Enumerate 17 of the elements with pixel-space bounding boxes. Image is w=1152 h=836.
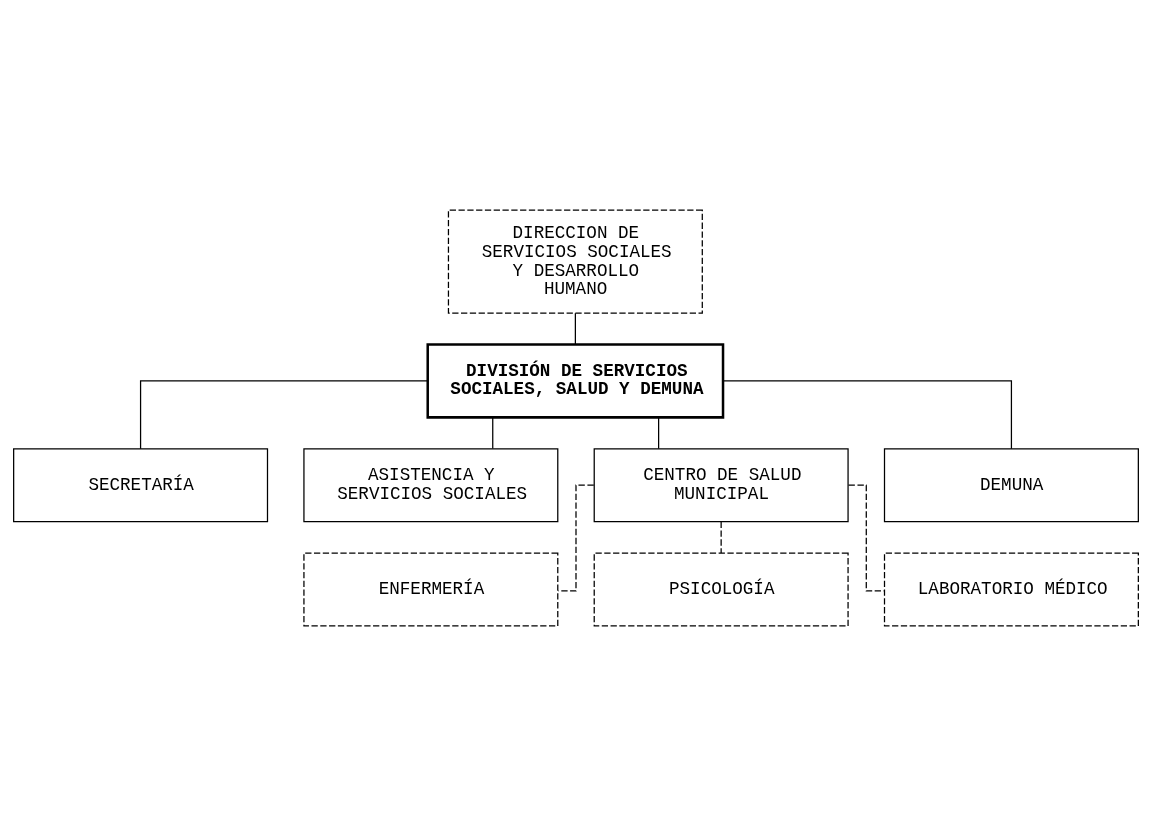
node-box: LABORATORIO MÉDICO — [883, 552, 1139, 627]
node-box: ENFERMERÍA — [303, 552, 559, 627]
node-box: ASISTENCIA Y SERVICIOS SOCIALES — [303, 448, 559, 523]
connector — [720, 521, 722, 554]
connector — [139, 380, 429, 450]
connector — [722, 380, 1013, 450]
connector — [492, 416, 494, 450]
connector — [847, 484, 885, 592]
node-box: DIVISIÓN DE SERVICIOS SOCIALES, SALUD Y DEMUNA — [426, 343, 725, 419]
node-box: DIRECCION DE SERVICIOS SOCIALES Y DESARROLLO HUMANO — [447, 209, 703, 314]
node-box: DEMUNA — [883, 448, 1139, 523]
connector — [557, 484, 595, 592]
node-box: PSICOLOGÍA — [593, 552, 849, 627]
connector — [658, 416, 660, 450]
node-box: CENTRO DE SALUD MUNICIPAL — [593, 448, 849, 523]
connector — [574, 312, 576, 345]
node-box: SECRETARÍA — [13, 448, 269, 523]
